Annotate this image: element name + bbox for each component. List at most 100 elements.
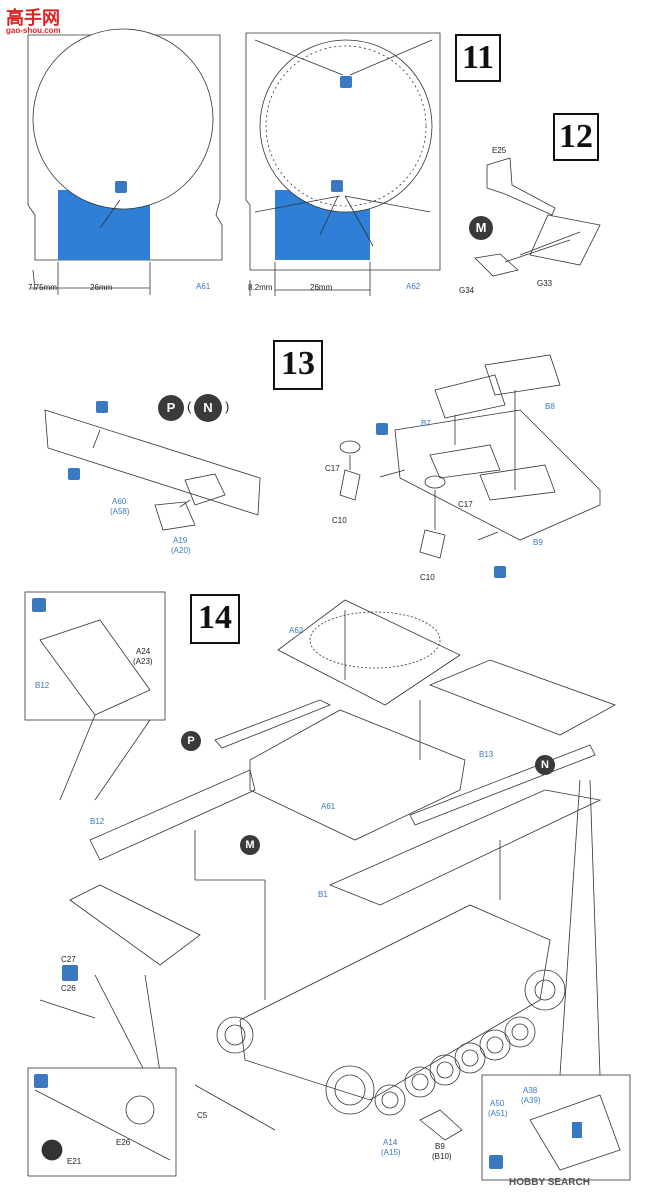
label-a23: (A23) [133, 657, 153, 666]
a19-part [154, 501, 196, 531]
c17-left [339, 440, 361, 454]
inset-a-frame [24, 591, 166, 721]
a62-ring [309, 611, 441, 669]
label-e21: E21 [67, 1157, 82, 1166]
label-a15: (A15) [381, 1148, 401, 1157]
paren-open: ( [187, 399, 192, 414]
label-b10: (B10) [432, 1152, 452, 1161]
a50-blue [572, 1122, 582, 1138]
dim-left-width: 26mm [90, 283, 113, 292]
a61-sheet [27, 34, 223, 261]
label-b1: B1 [318, 890, 328, 899]
label-b12: B12 [90, 817, 105, 826]
p-rail [214, 699, 331, 749]
inset-c-frame [481, 1074, 631, 1181]
label-a20: (A20) [171, 546, 191, 555]
a14-part [419, 1109, 463, 1141]
a62-sheet [245, 32, 441, 271]
road-wheels [374, 1016, 536, 1116]
drive-sprocket [325, 1065, 375, 1115]
glue-icon [376, 423, 388, 435]
hatch-b7 [434, 374, 506, 419]
label-b13: B13 [479, 750, 494, 759]
dim-right-offset: 8.2mm [248, 283, 273, 292]
watermark-logo-bottom: HOBBY SEARCH [509, 1177, 590, 1188]
label-c17-b: C17 [458, 500, 473, 509]
glue-rotate-icon [62, 965, 78, 981]
watermark-url: gao-shou.com [6, 26, 61, 35]
step-14-box: 14 [190, 594, 240, 644]
label-a24: A24 [136, 647, 151, 656]
glue-icon [494, 566, 506, 578]
engine-deck-b9 [394, 409, 601, 541]
label-a58: (A58) [110, 507, 130, 516]
inset-c-body [529, 1094, 621, 1171]
label-a61: A61 [196, 282, 211, 291]
label-a14: A14 [383, 1138, 398, 1147]
label-c10-a: C10 [332, 516, 347, 525]
front-sprocket [216, 1016, 254, 1054]
marker-n-14: N [535, 755, 555, 775]
marker-n-13: N [194, 394, 222, 422]
watermark-logo-top: 高手网 [6, 4, 60, 30]
label-a39: (A39) [521, 1096, 541, 1105]
inset-a-body [39, 619, 151, 716]
c10-right [419, 529, 446, 559]
glue-icon [331, 180, 343, 192]
label-c26: C26 [61, 984, 76, 993]
label-b9: B9 [533, 538, 543, 547]
label-c27: C27 [61, 955, 76, 964]
label-a50: A50 [490, 1099, 505, 1108]
dim-left-offset: 7.75mm [28, 283, 57, 292]
c10-left [339, 469, 361, 501]
label-b9-14: B9 [435, 1142, 445, 1151]
a62-turret-plate [277, 599, 461, 706]
hatch-b8 [484, 354, 561, 396]
label-b8: B8 [545, 402, 555, 411]
step-13-box: 13 [273, 340, 323, 390]
label-a51: (A51) [488, 1109, 508, 1118]
e21-part [41, 1139, 63, 1161]
watermark-url-top: gao-shou.com [6, 26, 61, 35]
g34-part [474, 253, 519, 277]
glue-icon [115, 181, 127, 193]
a60-bracket [184, 473, 226, 506]
paint-icon [32, 598, 46, 612]
watermark-brand: HOBBY SEARCH [509, 1177, 590, 1188]
drill-hole-icon [340, 76, 352, 88]
paint-icon [34, 1074, 48, 1088]
a61-circle [32, 28, 214, 210]
paint-icon [489, 1155, 503, 1169]
a60-rail [44, 409, 261, 516]
a61-hull-top [249, 709, 466, 841]
label-g33: G33 [537, 279, 553, 288]
label-a62-14: A62 [289, 626, 304, 635]
g33-assembly [529, 214, 601, 266]
drill-hole-icon [96, 401, 108, 413]
label-a19: A19 [173, 536, 188, 545]
c5-rod [194, 1084, 276, 1131]
deck-opening-1 [429, 444, 501, 479]
c27-plate [69, 884, 201, 966]
watermark-chars: 高手网 [6, 8, 60, 29]
e26-part [125, 1095, 155, 1125]
label-a60: A60 [112, 497, 127, 506]
deck-opening-2 [479, 464, 556, 501]
a62-ring-outer [259, 39, 433, 213]
e25-plate [486, 157, 556, 216]
glue-icon [68, 468, 80, 480]
label-a61-14: A61 [321, 802, 336, 811]
n-rail [409, 744, 596, 826]
label-e25: E25 [492, 146, 507, 155]
hull-body [239, 904, 551, 1101]
step-11-box: 11 [455, 34, 501, 82]
a62-ring-inner [265, 45, 427, 207]
idler-wheel [524, 969, 566, 1011]
marker-p-13: P [158, 395, 184, 421]
label-b7: B7 [421, 419, 431, 428]
label-g34: G34 [459, 286, 475, 295]
step-12-box: 12 [553, 113, 599, 161]
b13-deck [428, 659, 616, 736]
label-c10-b: C10 [420, 573, 435, 582]
